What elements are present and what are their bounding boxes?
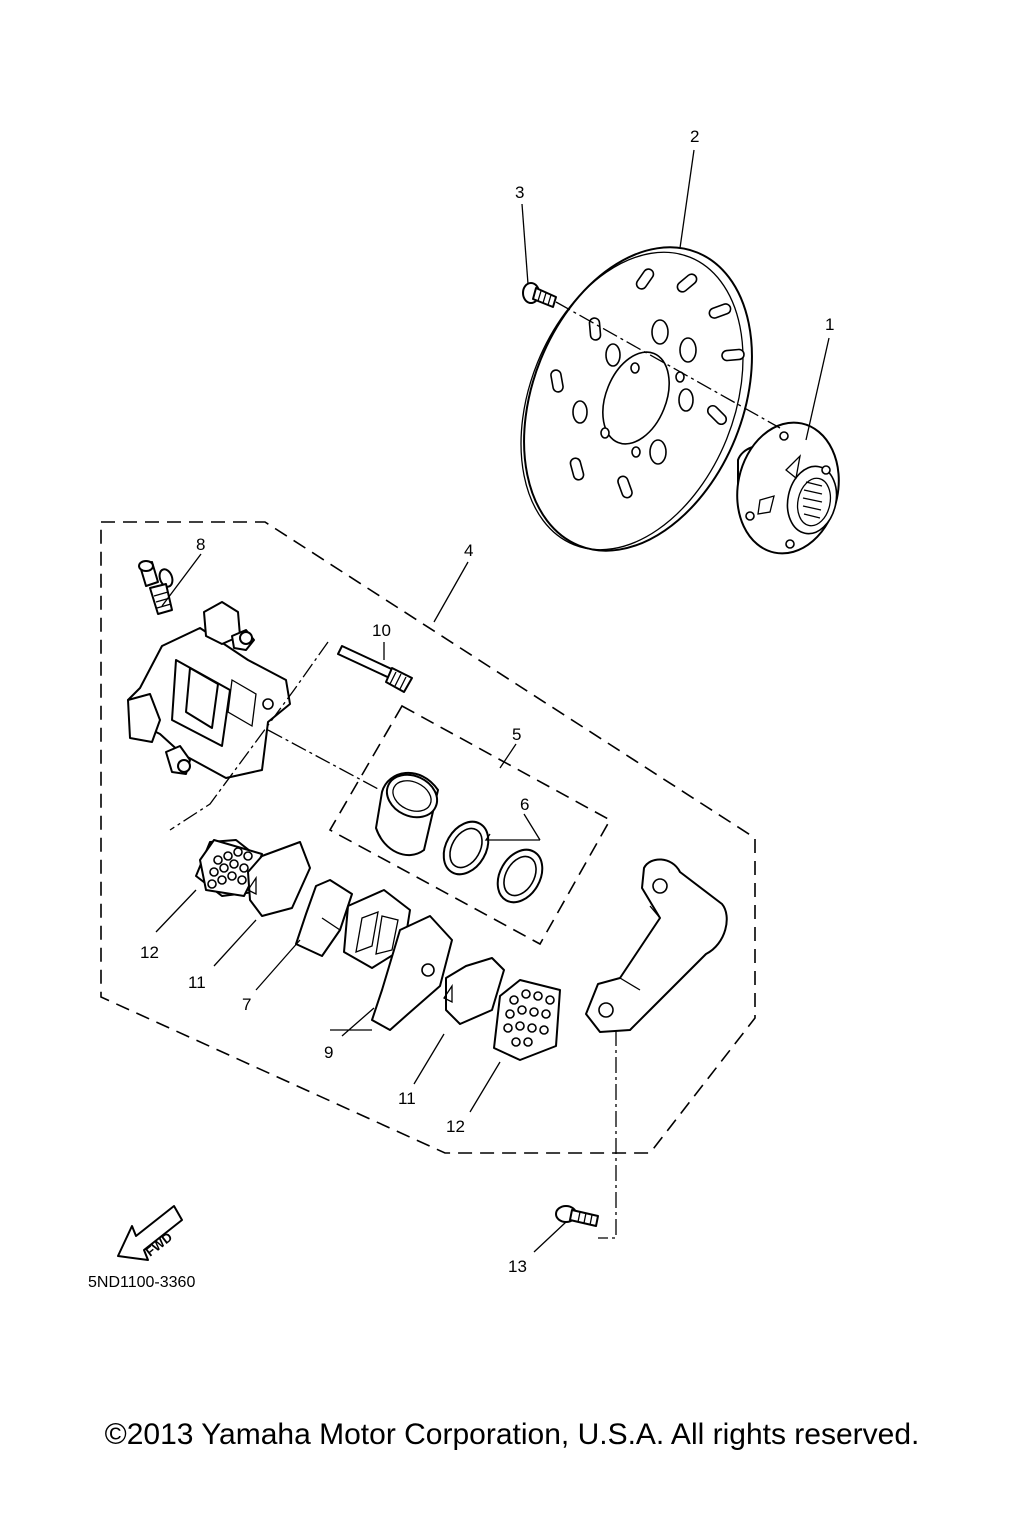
callout-13: 13 [508,1257,527,1276]
pad-shim-left-part [195,839,265,897]
pad-spring-part [295,879,353,957]
assembly-axis-line [169,641,329,831]
piston-seal-part [442,820,544,904]
leader-lines [155,149,830,1253]
callout-6: 6 [520,795,529,814]
disc-bolt-part [522,282,557,308]
assembly-axis-line [598,1030,617,1239]
callout-4: 4 [464,541,473,560]
callout-3: 3 [515,183,524,202]
exploded-parts-diagram: 1 2 3 4 5 6 7 8 9 10 11 11 12 12 13 FWD [100,127,840,1276]
pad-support-part [343,889,453,1031]
callout-8: 8 [196,535,205,554]
assembly-axis-line [555,301,781,429]
caliper-pin-part [337,645,413,693]
callout-10: 10 [372,621,391,640]
caliper-assembly-boundary [100,521,756,1154]
diagram-reference-code: 5ND1100-3360 [88,1274,196,1291]
wheel-hub-part [736,421,840,555]
callout-11-right: 11 [398,1089,416,1108]
callout-9: 9 [324,1043,333,1062]
caliper-body-part [127,601,291,779]
bracket-bolt-part [555,1205,599,1227]
forward-direction-arrow-icon: FWD [117,1205,183,1261]
bleeder-screw-part [138,560,174,615]
brake-pad-left-part [247,841,311,917]
callout-7: 7 [242,995,251,1014]
brake-pad-right-part [443,957,505,1025]
pad-shim-right-part [493,979,561,1061]
callout-11-left: 11 [188,973,206,992]
callout-2: 2 [690,127,699,146]
piston-kit-boundary [328,704,612,946]
assembly-axis-line [267,729,381,791]
callout-5: 5 [512,725,521,744]
callout-12-left: 12 [140,943,159,962]
caliper-bracket-part [585,858,728,1033]
copyright-notice: ©2013 Yamaha Motor Corporation, U.S.A. A… [104,1418,920,1451]
callout-1: 1 [825,315,834,334]
callout-12-right: 12 [446,1117,465,1136]
brake-disc-part [520,246,753,552]
piston-part [375,772,439,856]
